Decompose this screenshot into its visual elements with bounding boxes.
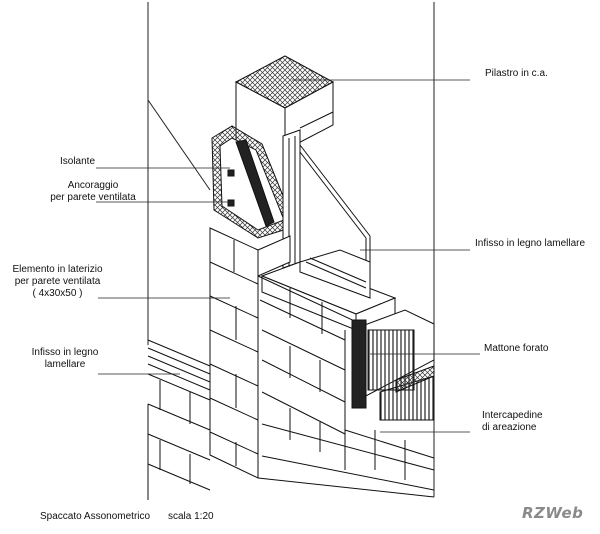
label-pilastro: Pilastro in c.a. — [485, 68, 548, 79]
label-ancoraggio: Ancoraggio per parete ventilata — [50, 180, 136, 203]
label-elemento-laterizio: Elemento in laterizio per parete ventila… — [12, 264, 103, 299]
lower-brick-wall — [257, 275, 435, 498]
label-mattone-forato: Mattone forato — [484, 343, 549, 354]
window-sill — [260, 249, 397, 331]
watermark-logo: RZWeb — [522, 504, 584, 522]
label-infisso-legno: Infisso in legno lamellare — [31, 347, 99, 370]
brick-column — [209, 227, 291, 479]
label-infisso-lamellare: Infisso in legno lamellare — [475, 238, 586, 249]
label-intercapedine: Intercapedine di areazione — [482, 410, 543, 433]
left-lower-wall — [147, 339, 211, 500]
caption-title: Spaccato Assonometrico — [40, 511, 151, 522]
caption-scale: scala 1:20 — [168, 511, 214, 522]
perforated-brick — [351, 309, 435, 421]
label-isolante: Isolante — [60, 156, 96, 167]
leader-lines — [96, 79, 480, 433]
